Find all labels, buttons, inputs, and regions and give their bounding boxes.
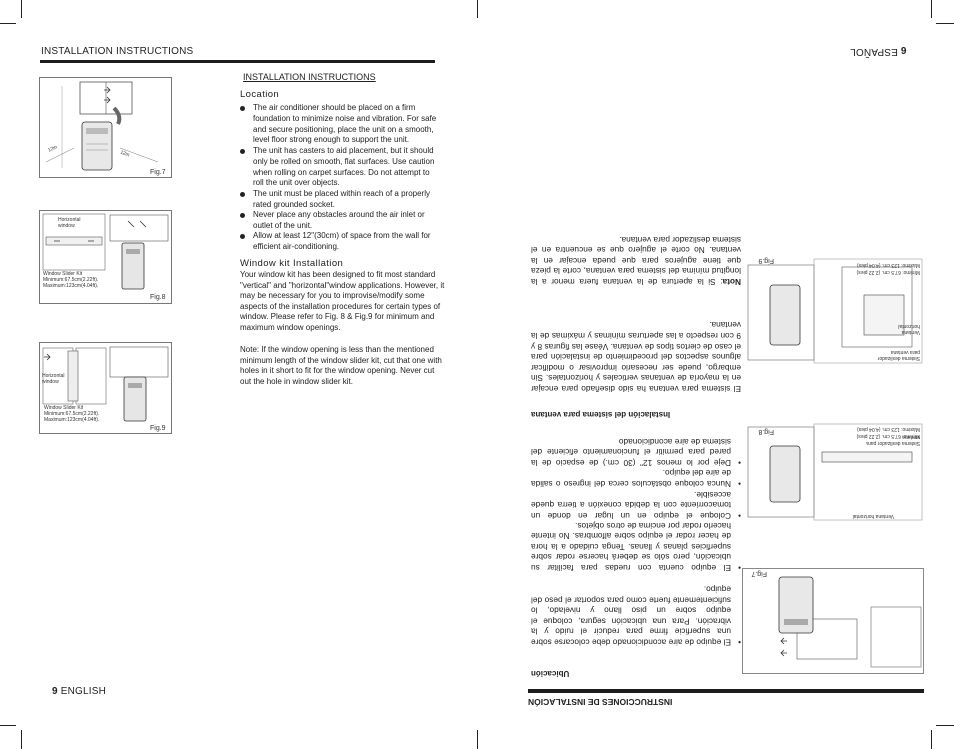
note-text-es: Nota: Si la apertura de la ventana fuera… [531, 234, 741, 287]
figure-es-7: Fig.7 [742, 568, 924, 674]
figure-9: Horizontal window Window Slider Kit Mini… [39, 342, 172, 434]
fig-es-9-window: Ventana horizontal [898, 323, 920, 335]
fig9-kit-label: Window Slider Kit [44, 405, 84, 411]
header-rule [40, 60, 435, 63]
fig9-window-label: Horizontal window [42, 373, 65, 385]
fig-es-9-kit: Sistema deslizador para ventana [877, 349, 920, 361]
ubicacion-heading: Ubicación [531, 669, 570, 678]
section-title: INSTALLATION INSTRUCTIONS [243, 72, 376, 82]
fig8-kit-label: Window Slider Kit [43, 271, 83, 277]
fig-es-8-label: Fig.8 [758, 428, 774, 435]
figure-8: Horizontal window Window Slider Kit Mini… [39, 210, 172, 304]
crop-mark [0, 23, 16, 24]
page-footer: 9 ENGLISH [52, 686, 106, 697]
ubicacion-bullet: Deje por lo menos 12" (30 cm.) de espaci… [531, 436, 741, 468]
fig8-label: Fig.8 [150, 294, 166, 301]
crop-mark [936, 725, 954, 726]
window-kit-text: Your window kit has been designed to fit… [240, 270, 445, 332]
fig-es-8-min: Mínimo: 67.5 cm. (2.22 pies) [856, 433, 920, 439]
fig8-max-label: Maximum:123cm(4.04ft). [43, 283, 99, 289]
figure-es-9: Fig.9 Ventana horizontal Sistema desliza… [746, 255, 924, 365]
note-text: Note: If the window opening is less than… [240, 345, 442, 386]
window-kit-heading: Window kit Installation [240, 258, 344, 269]
window-heading-es: Instalación del sistema para ventana [531, 410, 671, 419]
ubicacion-bullet: El equipo cuenta con ruedas para facilit… [531, 520, 741, 573]
fig-es-9-min: Mínimo: 67.5 cm. (2.22 pies) [856, 269, 920, 275]
crop-mark [21, 730, 22, 749]
location-heading: Location [240, 89, 280, 100]
window-text-es: El sistema para ventana ha sido diseñado… [531, 320, 741, 395]
note-label-es: Nota [722, 276, 741, 287]
fig9-max-label: Maximum:123cm(4.04ft). [44, 417, 100, 423]
location-bullet: Allow at least 12"(30cm) of space from t… [240, 231, 440, 253]
fig-es-8-window: Ventana horizontal [852, 513, 894, 519]
center-fold-mark [477, 730, 478, 749]
fig-es-9-max: Máximo: 123 cm. (4.04 pies) [856, 262, 920, 268]
figure-es-8: Fig.8 Ventana horizontal Sistema desliza… [746, 422, 924, 522]
right-page-header: ESPAÑOL 9 [850, 46, 907, 57]
fig-es-7-label: Fig.7 [751, 570, 767, 577]
crop-mark [936, 23, 954, 24]
crop-mark [931, 730, 932, 749]
center-fold-mark [477, 0, 478, 18]
fig7-label: Fig.7 [150, 169, 166, 176]
location-bullet: Never place any obstacles around the air… [240, 210, 440, 232]
page-header: INSTALLATION INSTRUCTIONS [41, 46, 194, 57]
figure-7: 12in 12in Fig.7 [39, 77, 172, 178]
location-bullet: The air conditioner should be placed on … [240, 103, 450, 146]
location-bullet: The unit has casters to aid placement, b… [240, 146, 440, 189]
crop-mark [0, 725, 16, 726]
spanish-title-rule [528, 689, 924, 693]
crop-mark [931, 0, 932, 18]
fig9-min-label: Minimum:67.5cm(2.22ft). [44, 411, 100, 417]
fig8-min-label: Minimum:67.5cm(2.22ft). [43, 277, 99, 283]
right-page-number: 9 [900, 46, 907, 57]
page-number: 9 [52, 686, 58, 697]
fig-es-8-max: Máximo: 123 cm. (4.04 pies) [856, 426, 920, 432]
crop-mark [21, 0, 22, 18]
spanish-page-title: INSTRUCCIONES DE INSTALACIÓN [528, 697, 673, 707]
right-page-language: ESPAÑOL [850, 46, 898, 57]
fig8-window-label: Horizontal window [58, 217, 81, 229]
ubicacion-bullet: Coloque el equipo en un lugar en donde u… [531, 489, 741, 521]
location-bullet: The unit must be placed within reach of … [240, 189, 440, 211]
page-language: ENGLISH [60, 686, 107, 697]
note-body-es: : Si la apertura de la ventana fuera men… [531, 234, 741, 287]
ubicacion-bullet: El equipo de aire acondicionado debe col… [531, 584, 741, 648]
ubicacion-bullet: Nunca coloque obstáculos cerca del ingre… [531, 468, 741, 490]
fig9-label: Fig.9 [150, 425, 166, 432]
fig-es-9-label: Fig.9 [758, 257, 774, 264]
